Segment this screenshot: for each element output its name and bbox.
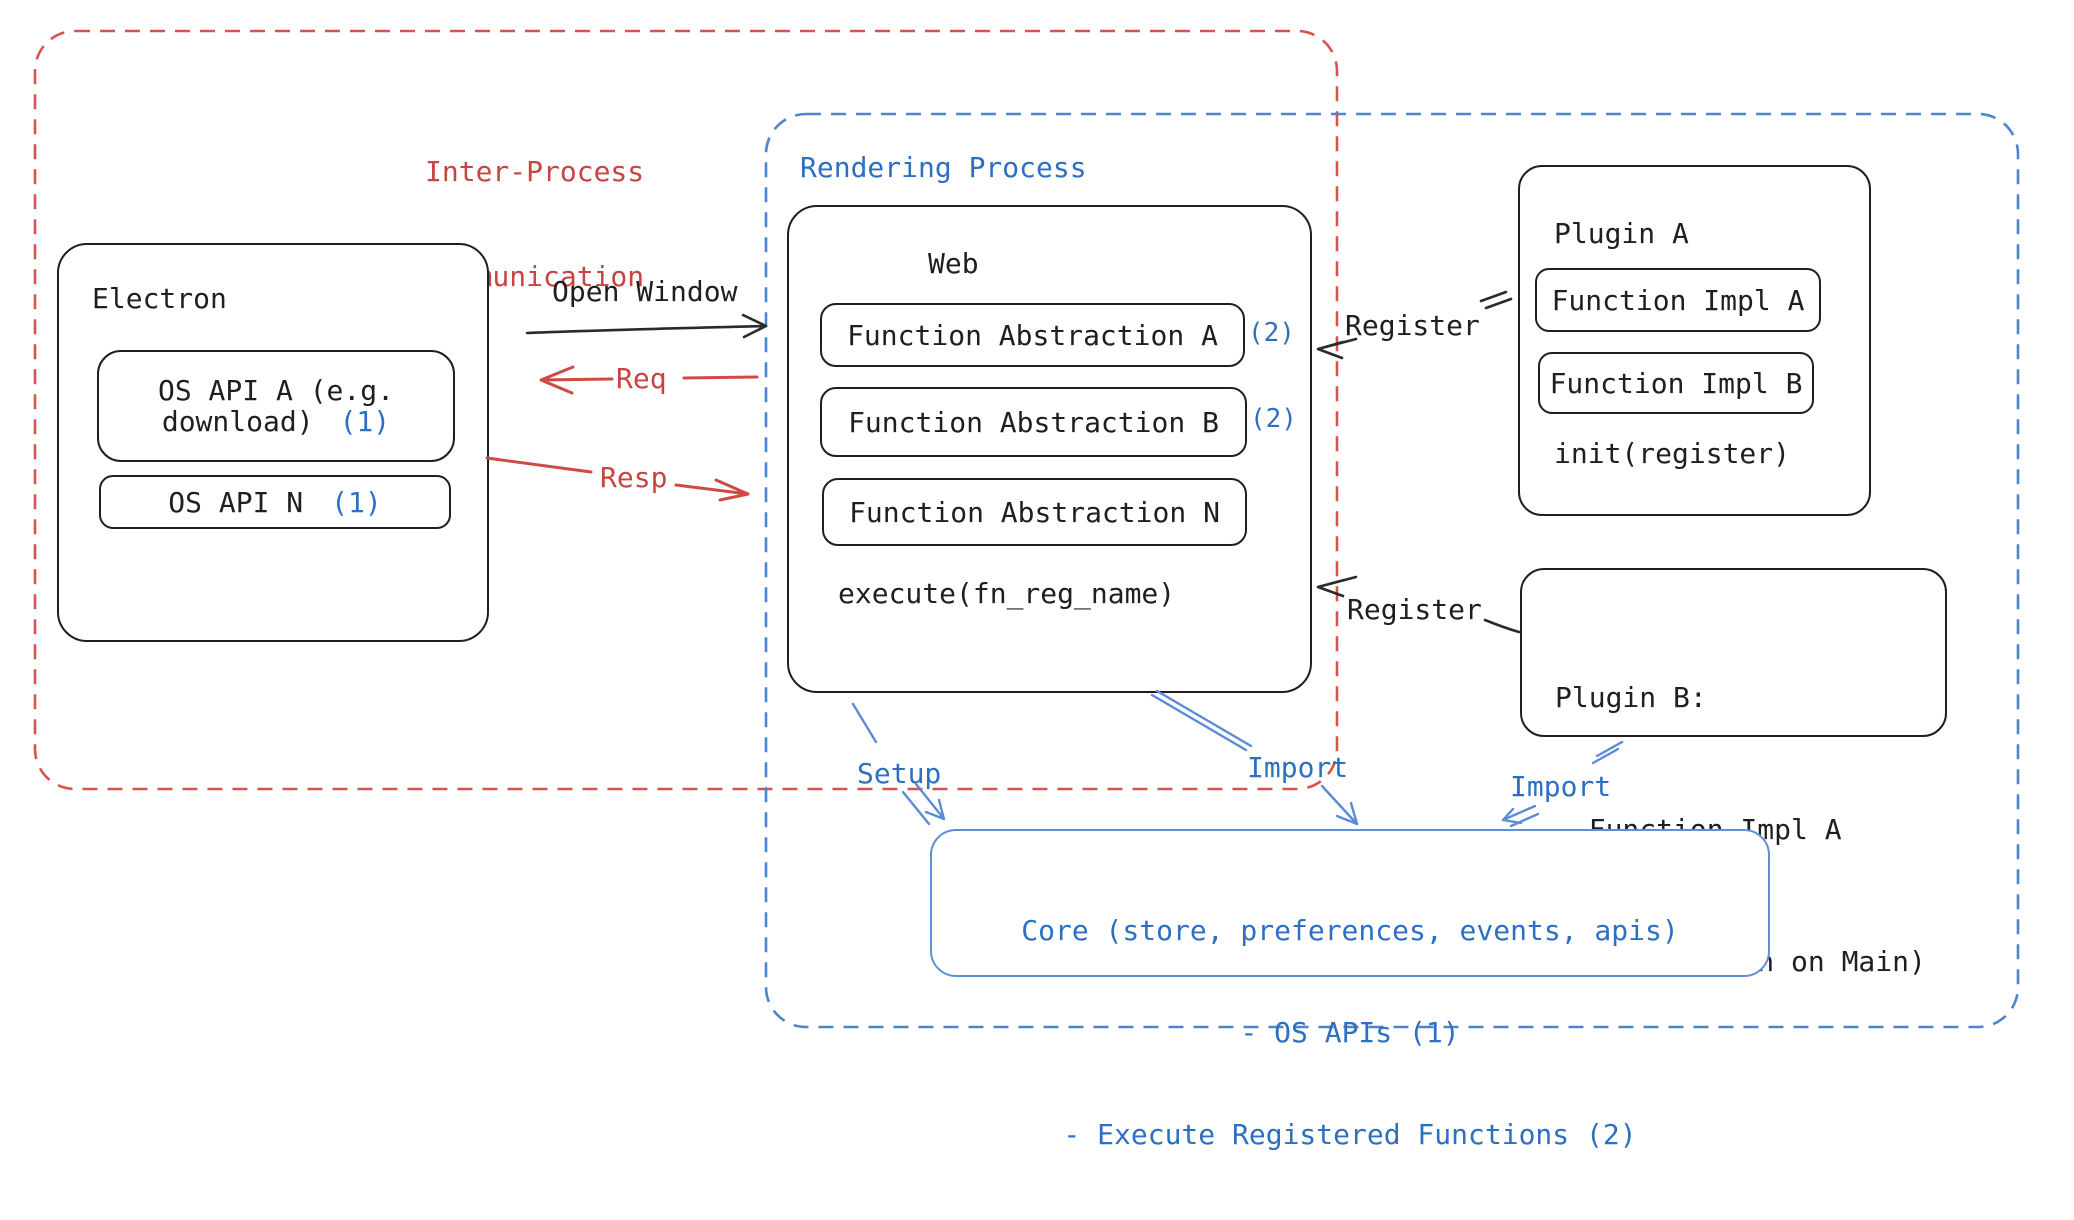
register-top-label: Register (1345, 309, 1480, 342)
register-bottom-label: Register (1347, 593, 1482, 626)
os-api-n-node: OS API N (1) (99, 475, 451, 529)
os-api-a-text: download) (161, 405, 314, 438)
core-line2: - OS APIs (1) (1240, 1016, 1460, 1049)
import-plugin-label: Import (1510, 770, 1612, 803)
plugin-a-title: Plugin A (1554, 217, 1689, 250)
req-label: Req (616, 362, 667, 395)
function-abstraction-b-node: Function Abstraction B (820, 387, 1247, 457)
function-impl-b-node: Function Impl B (1538, 352, 1814, 414)
plugin-a-node (1518, 165, 1871, 516)
plugin-a-init-label: init(register) (1554, 437, 1791, 470)
function-abstraction-a-badge: (2) (1248, 318, 1295, 348)
web-title: Web (928, 247, 979, 280)
function-abstraction-n-node: Function Abstraction N (822, 478, 1247, 546)
function-abstraction-a-node: Function Abstraction A (820, 303, 1245, 367)
plugin-b-node (1520, 568, 1947, 737)
diagram-canvas: Inter-Process Communication Rendering Pr… (33, 29, 2020, 1151)
os-api-a-line1: OS API A (e.g. (157, 374, 394, 407)
core-line1: Core (store, preferences, events, apis) (1021, 914, 1679, 947)
function-abstraction-b-badge: (2) (1250, 404, 1297, 434)
execute-label: execute(fn_reg_name) (838, 577, 1176, 610)
plugin-b-title: Plugin B: (1555, 681, 1707, 714)
ipc-label-line1: Inter-Process (425, 155, 645, 188)
rendering-region-label: Rendering Process (800, 151, 1087, 184)
open-window-label: Open Window (552, 275, 738, 308)
os-api-n-badge: (1) (331, 485, 382, 519)
setup-label: Setup (857, 757, 942, 790)
function-impl-a-node: Function Impl A (1535, 268, 1821, 332)
core-line3: - Execute Registered Functions (2) (1063, 1118, 1637, 1151)
os-api-a-node: OS API A (e.g. download) (1) (97, 350, 455, 462)
core-node: Core (store, preferences, events, apis) … (930, 829, 1770, 1151)
electron-title: Electron (92, 282, 227, 315)
os-api-n-text: OS API N (168, 485, 304, 519)
os-api-a-badge: (1) (339, 405, 391, 438)
os-api-a-line2: download) (1) (162, 406, 390, 437)
import-web-label: Import (1247, 751, 1349, 784)
resp-label: Resp (600, 461, 668, 494)
